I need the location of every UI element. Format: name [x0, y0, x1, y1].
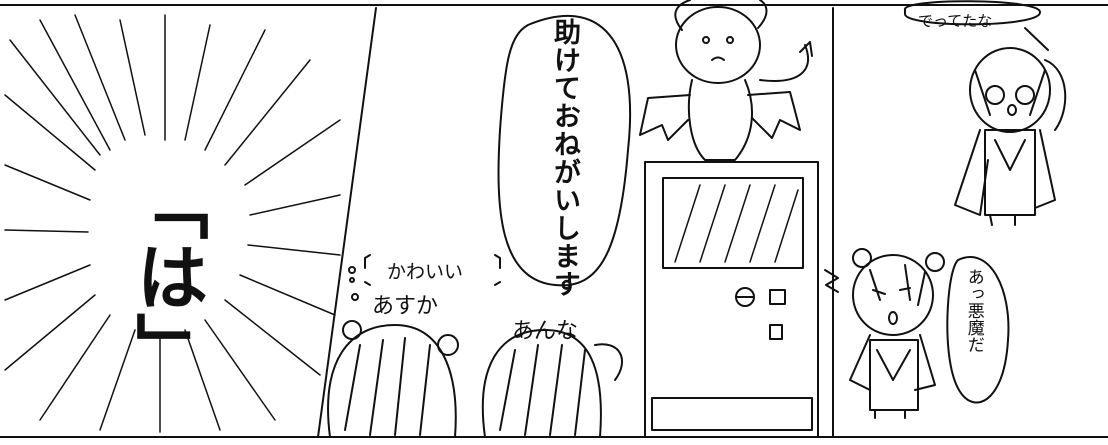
speed-lines [4, 14, 341, 433]
anna-head [481, 329, 624, 438]
bottom-right-speech-balloon [946, 256, 1010, 404]
door-window [662, 177, 804, 269]
thought-kawaii: かわいい [387, 261, 464, 283]
devil-speech-text: 助けておねがいします [549, 18, 580, 298]
speech-akuma-da: あっ悪魔だ [963, 268, 984, 353]
window-hatching [674, 184, 799, 263]
sfx-ha: 「は」 [124, 168, 208, 384]
devil-character [639, 0, 813, 161]
panel-divider-1 [317, 7, 377, 438]
door-mail-slot [651, 397, 813, 431]
pigtail-girl [824, 248, 945, 419]
door [644, 161, 819, 438]
top-right-speech-balloon [903, 0, 1041, 26]
asuka-head [327, 320, 459, 438]
speech-dettetana: でってたな [918, 12, 993, 30]
label-anna: あんな [512, 319, 579, 344]
label-asuka: あすか [372, 294, 439, 319]
devil-speech-balloon [497, 14, 632, 287]
standing-girl [954, 47, 1067, 226]
